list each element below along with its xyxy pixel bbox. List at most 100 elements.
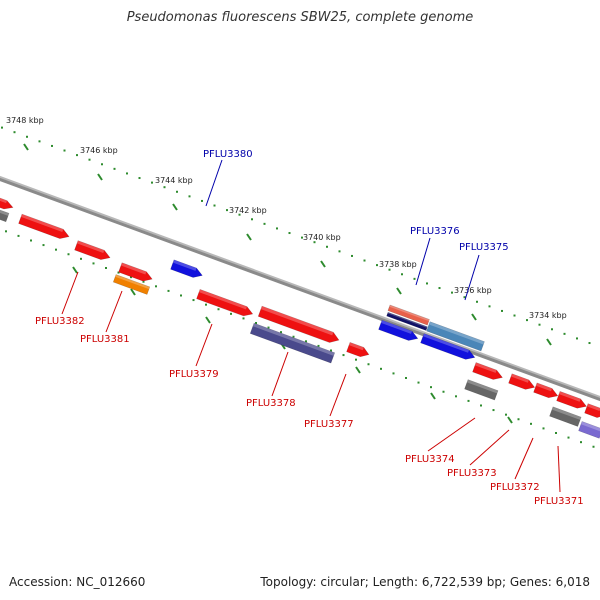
minor-tick	[51, 144, 53, 147]
major-tick	[507, 416, 513, 424]
leader-line	[329, 373, 347, 417]
gene-block-pflu3371[interactable]	[549, 406, 582, 427]
gene-label-pflu3382[interactable]: PFLU3382	[35, 316, 85, 327]
leader-line	[195, 323, 213, 367]
minor-tick	[463, 296, 466, 299]
gene-label-pflu3371[interactable]: PFLU3371	[534, 496, 584, 507]
gene-arrow-pflu3377[interactable]	[346, 342, 371, 359]
minor-tick	[230, 312, 232, 315]
minor-tick	[142, 280, 145, 283]
minor-tick	[576, 337, 578, 340]
minor-tick	[330, 349, 332, 352]
scale-label-0: 3748 kbp	[6, 116, 44, 125]
gene-arrow-pflu3380[interactable]	[170, 259, 204, 280]
minor-tick	[5, 230, 7, 233]
gene-arrow-pflu3381[interactable]	[118, 262, 154, 284]
gene-arrow-pflu3382b[interactable]	[74, 240, 112, 263]
major-tick	[130, 288, 136, 296]
gene-arrow-pflu3383[interactable]	[0, 194, 15, 212]
minor-tick	[351, 254, 353, 257]
gene-label-pflu3377[interactable]: PFLU3377	[304, 419, 354, 430]
minor-tick	[13, 131, 16, 134]
major-tick	[430, 392, 436, 400]
gene-arrow-pflu3371[interactable]	[556, 391, 589, 411]
minor-tick	[317, 344, 320, 347]
gene-label-pflu3381[interactable]: PFLU3381	[80, 334, 130, 345]
minor-tick	[313, 241, 316, 244]
scale-label-1: 3746 kbp	[80, 146, 118, 155]
minor-tick	[113, 167, 116, 170]
gene-block-gray-left[interactable]	[0, 207, 10, 223]
accession-label: Accession:	[9, 575, 73, 589]
gene-arrow-edge-right[interactable]	[584, 403, 600, 420]
minor-tick	[338, 250, 341, 253]
minor-tick	[355, 358, 357, 361]
gene-block-pflu3376[interactable]	[387, 304, 430, 326]
minor-tick	[138, 177, 141, 180]
gene-block-pflu3381[interactable]	[112, 274, 151, 295]
minor-tick	[288, 232, 291, 235]
minor-tick	[492, 409, 495, 412]
gene-arrow-pflu3375[interactable]	[420, 333, 477, 362]
gene-label-pflu3375[interactable]: PFLU3375	[459, 242, 509, 253]
gene-block-pflu3376b[interactable]	[386, 311, 428, 331]
gene-arrow-pflu3378[interactable]	[257, 305, 341, 345]
major-tick	[97, 173, 103, 181]
minor-tick	[226, 209, 228, 212]
minor-tick	[176, 190, 178, 193]
minor-tick	[180, 294, 182, 297]
minor-tick	[251, 218, 253, 221]
gene-arrow-pflu3379[interactable]	[196, 289, 255, 318]
minor-tick	[63, 149, 66, 152]
major-tick	[205, 316, 211, 324]
minor-tick	[280, 331, 282, 334]
gene-block-violet-right[interactable]	[578, 421, 600, 439]
gene-arrow-pflu3376[interactable]	[378, 319, 420, 343]
minor-tick	[126, 172, 128, 175]
major-tick	[546, 338, 552, 346]
minor-tick	[301, 236, 303, 239]
minor-tick	[163, 186, 166, 189]
minor-tick	[442, 390, 445, 393]
minor-tick	[392, 372, 395, 375]
gene-label-pflu3374[interactable]: PFLU3374	[405, 454, 455, 465]
gene-block-pflu3378[interactable]	[249, 322, 336, 364]
minor-tick	[342, 354, 345, 357]
minor-tick	[26, 135, 28, 138]
minor-tick	[530, 422, 532, 425]
gene-block-pflu3374[interactable]	[464, 379, 499, 401]
minor-tick	[55, 248, 57, 251]
minor-tick	[205, 303, 207, 306]
minor-tick	[213, 204, 216, 207]
gene-arrow-pflu3372[interactable]	[533, 382, 560, 401]
major-tick	[23, 143, 29, 151]
gene-block-pflu3375[interactable]	[426, 321, 485, 352]
gene-label-pflu3380[interactable]: PFLU3380	[203, 149, 253, 160]
minor-tick	[563, 332, 566, 335]
gene-arrow-pflu3382[interactable]	[18, 213, 71, 241]
leader-line	[271, 351, 289, 397]
minor-tick	[517, 418, 520, 421]
major-tick	[172, 203, 178, 211]
inner-tick-row	[5, 230, 595, 448]
gene-label-pflu3378[interactable]: PFLU3378	[246, 398, 296, 409]
gene-label-pflu3372[interactable]: PFLU3372	[490, 482, 540, 493]
gene-arrow-pflu3373[interactable]	[508, 373, 537, 392]
gene-label-pflu3376[interactable]: PFLU3376	[410, 226, 460, 237]
minor-tick	[405, 376, 407, 379]
minor-tick	[567, 436, 570, 439]
gene-label-pflu3373[interactable]: PFLU3373	[447, 468, 497, 479]
minor-tick	[188, 195, 191, 198]
major-tick	[471, 313, 477, 321]
minor-tick	[92, 262, 95, 265]
gene-arrow-pflu3374[interactable]	[472, 362, 505, 383]
minor-tick	[305, 340, 307, 343]
map-title: Pseudomonas fluorescens SBW25, complete …	[126, 10, 474, 25]
scale-label-4: 3740 kbp	[303, 233, 341, 242]
minor-tick	[192, 299, 195, 302]
minor-tick	[255, 321, 257, 324]
gene-label-pflu3379[interactable]: PFLU3379	[169, 369, 219, 380]
major-tick	[320, 260, 326, 268]
leader-line	[557, 445, 561, 493]
minor-tick	[455, 395, 457, 398]
